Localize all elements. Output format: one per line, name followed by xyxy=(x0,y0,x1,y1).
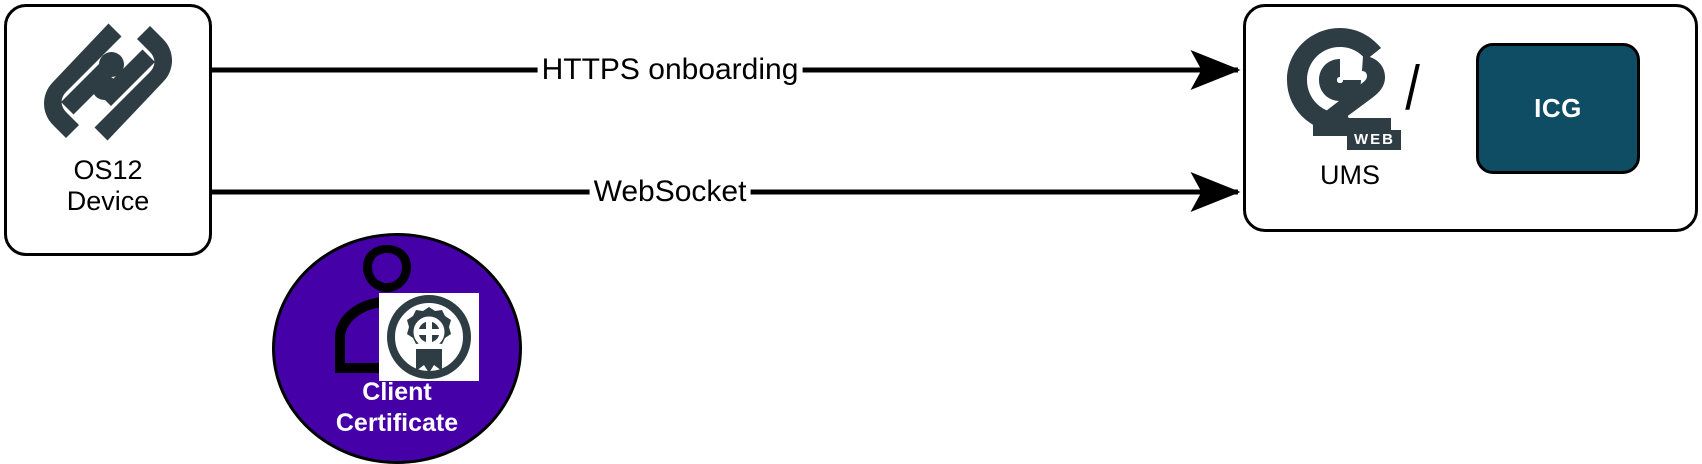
ums-icg-separator: / xyxy=(1405,54,1420,123)
node-os12-device-label: OS12 Device xyxy=(66,155,150,216)
client-certificate-label: Client Certificate xyxy=(335,378,459,437)
edge-label-https-onboarding: HTTPS onboarding xyxy=(537,53,803,87)
client-certificate-badge[interactable]: Client Certificate xyxy=(272,233,522,464)
node-icg-label: ICG xyxy=(1534,93,1582,123)
ums-logo-web-badge: WEB xyxy=(1347,130,1401,150)
edge-label-websocket: WebSocket xyxy=(589,175,751,209)
node-icg[interactable]: ICG xyxy=(1476,43,1640,174)
os12-brand-logo-icon xyxy=(44,18,172,146)
ums-web-brand-logo-icon: WEB xyxy=(1273,26,1401,150)
client-certificate-icon xyxy=(317,245,482,385)
node-ums-label: UMS xyxy=(1320,160,1380,190)
